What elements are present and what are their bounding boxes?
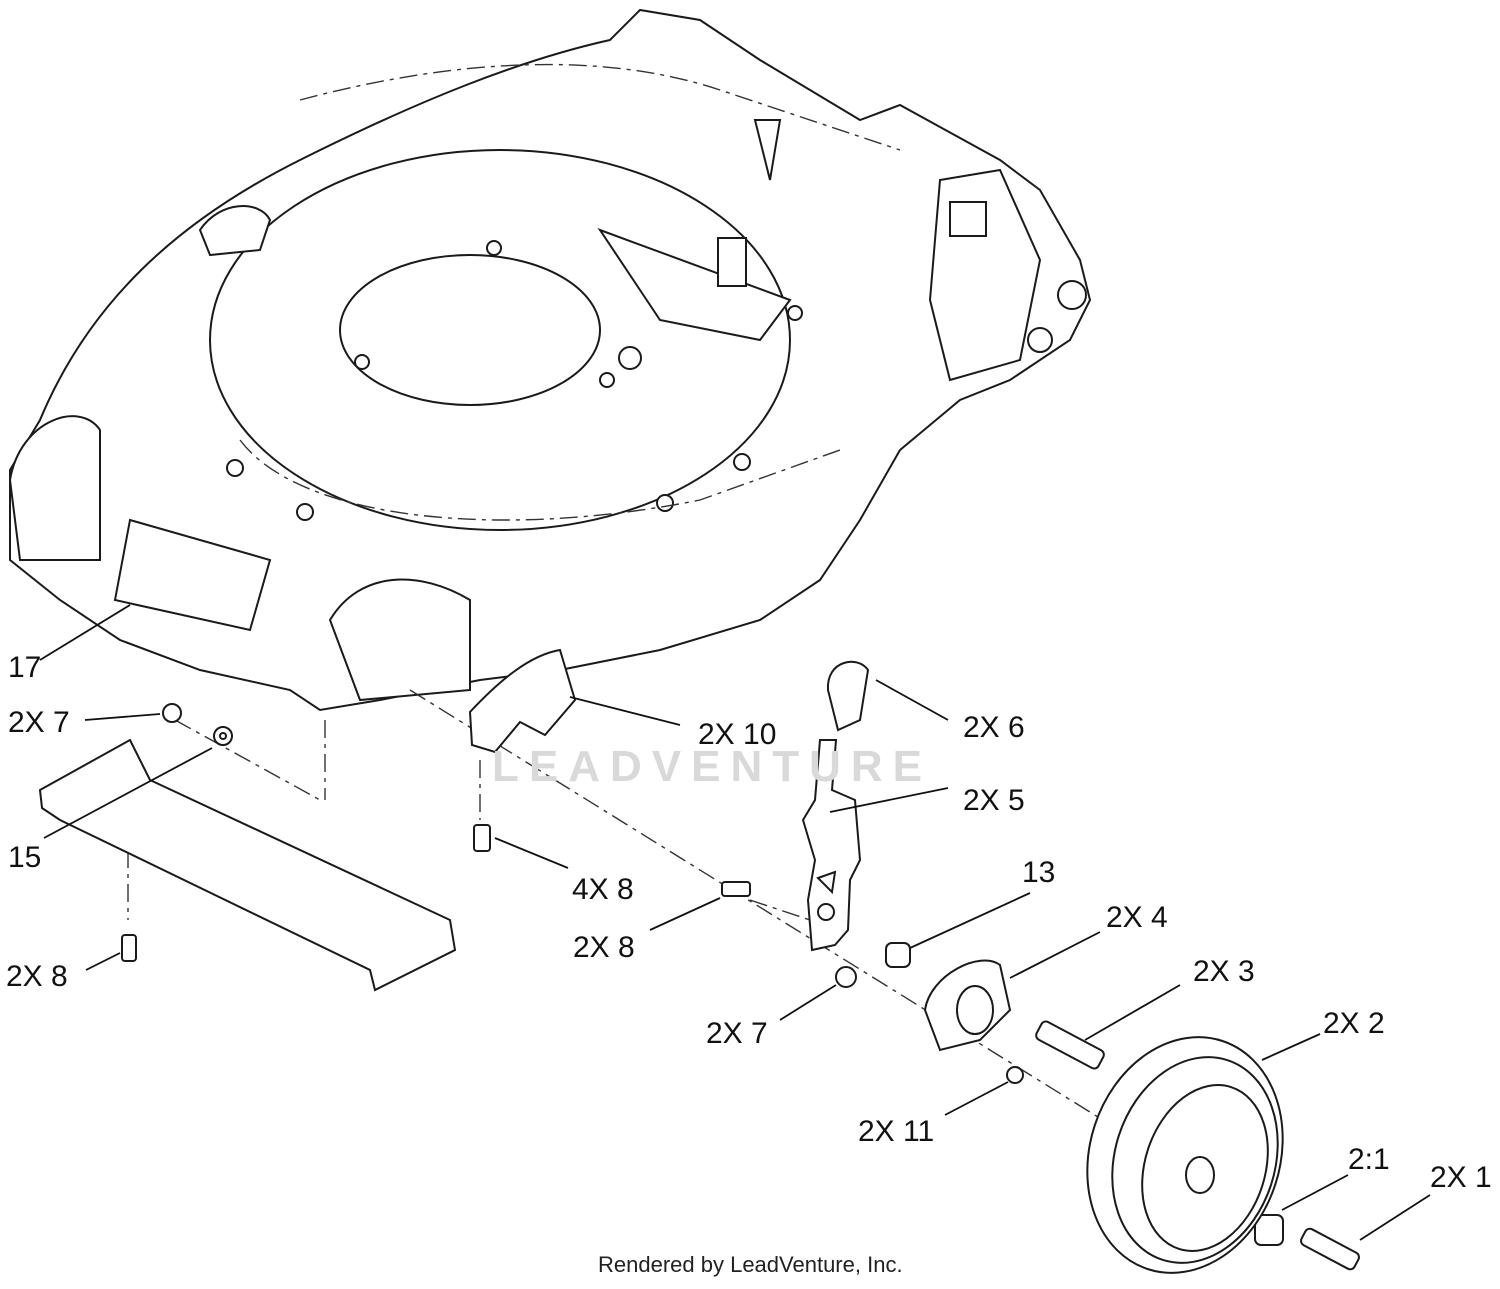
wheel-bracket (923, 959, 1012, 1052)
callout-label: 2X 11 (858, 1115, 935, 1148)
hardware-bolts-nuts (121, 703, 1360, 1271)
callout-label: 13 (1022, 856, 1056, 889)
callout-label: 2X 4 (1106, 901, 1168, 934)
callout-label: 2X 3 (1193, 955, 1255, 988)
height-lever (801, 739, 862, 952)
leader-lines (39, 604, 1431, 1241)
callout-label: 2X 8 (6, 960, 68, 993)
footer-credit: Rendered by LeadVenture, Inc. (598, 1252, 903, 1277)
mower-deck (8, 8, 1092, 712)
callout-label: 2X 2 (1323, 1007, 1385, 1040)
callout-label: 15 (8, 841, 42, 874)
callout-label: 2X 6 (963, 711, 1025, 744)
callout-label: 2X 5 (963, 784, 1025, 817)
height-adjust-bracket (468, 648, 577, 754)
callout-label: 17 (8, 651, 42, 684)
baffle-plate (38, 738, 457, 992)
callout-label: 4X 8 (572, 873, 634, 906)
lever-knob (826, 660, 870, 732)
callout-label: 2X 1 (1430, 1161, 1492, 1194)
callout-label: 2X 10 (698, 718, 777, 751)
callout-label: 2:1 (1348, 1143, 1390, 1176)
callout-label: 2X 7 (706, 1017, 768, 1050)
wheel-assembly (1086, 1036, 1284, 1274)
callout-label: 2X 7 (8, 706, 70, 739)
callout-label: 2X 8 (573, 931, 635, 964)
watermark-text: LEADVENTURE (492, 742, 933, 791)
